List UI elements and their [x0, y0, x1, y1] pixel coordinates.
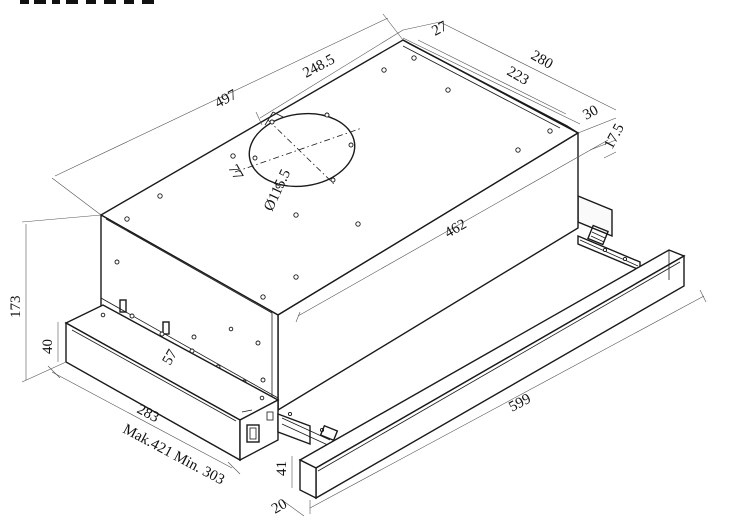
dimension-lines — [21, 13, 707, 517]
top-face-holes — [124, 55, 553, 300]
dim-173: 173 — [8, 296, 24, 319]
dim-30: 30 — [580, 102, 601, 123]
left-slab — [64, 304, 280, 462]
hood-body — [99, 39, 580, 412]
front-face-holes — [114, 259, 266, 383]
dim-20: 20 — [269, 496, 290, 517]
dim-27: 27 — [429, 18, 450, 39]
dim-41: 41 — [274, 461, 290, 476]
dim-40: 40 — [40, 339, 56, 354]
outlet-circle — [234, 112, 363, 189]
front-trim-bar — [298, 249, 686, 500]
back-rail — [577, 194, 641, 272]
cropped-header-marks — [20, 0, 154, 4]
lower-rails — [277, 411, 339, 447]
